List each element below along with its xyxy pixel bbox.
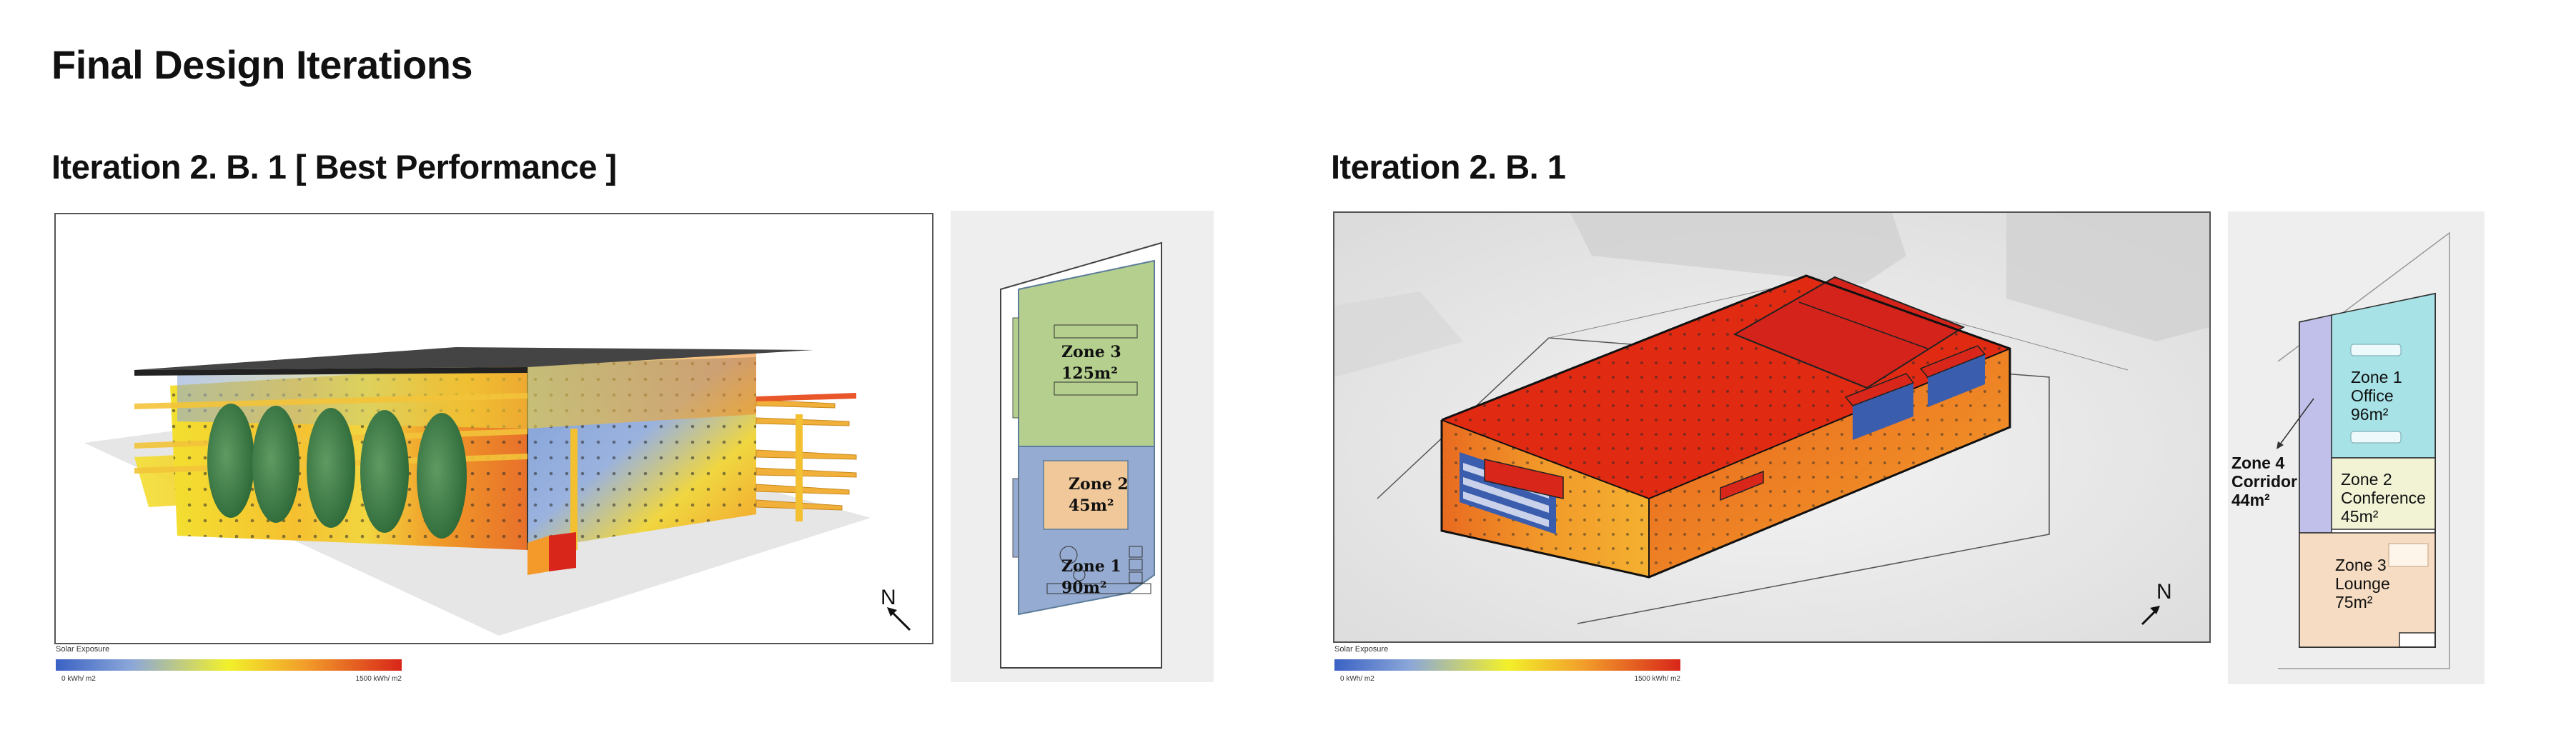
legend-max: 1500 kWh/ m2 bbox=[355, 675, 402, 683]
legend-title: Solar Exposure bbox=[1334, 645, 1389, 654]
iteration-1-title: Iteration 2. B. 1 [ Best Performance ] bbox=[51, 148, 617, 186]
zone-4-use: Corridor bbox=[2231, 472, 2297, 491]
north-label-1: N bbox=[881, 586, 896, 609]
legend-color-bar bbox=[56, 659, 402, 671]
zone-3-area: 125m² bbox=[1061, 364, 1118, 383]
zone-2-area: 45m² bbox=[1069, 496, 1114, 515]
iteration-1-plan: Zone 3 125m² Zone 2 45m² Zone 1 90m² bbox=[951, 211, 1214, 682]
zone-2-area: 45m² bbox=[2341, 507, 2379, 526]
zone-1-area: 90m² bbox=[1061, 579, 1107, 597]
zone-3-area: 75m² bbox=[2335, 593, 2373, 611]
zone-3-use: Lounge bbox=[2335, 574, 2390, 593]
legend-max: 1500 kWh/ m2 bbox=[1634, 675, 1680, 683]
zone-2-name: Zone 2 bbox=[2341, 470, 2392, 489]
zone-4-name: Zone 4 bbox=[2231, 454, 2284, 472]
zone-1-area: 96m² bbox=[2351, 405, 2389, 424]
iteration-1-render: N bbox=[54, 213, 933, 644]
legend-min: 0 kWh/ m2 bbox=[61, 675, 96, 683]
iteration-2-render: N bbox=[1333, 211, 2211, 643]
legend-min: 0 kWh/ m2 bbox=[1340, 675, 1374, 683]
zone-1-name: Zone 1 bbox=[2351, 368, 2402, 386]
legend-title: Solar Exposure bbox=[56, 645, 110, 654]
legend-color-bar bbox=[1334, 659, 1680, 671]
zone-3-name: Zone 3 bbox=[1061, 343, 1121, 361]
zone-2-name: Zone 2 bbox=[1069, 475, 1129, 494]
zone-1-use: Office bbox=[2351, 386, 2394, 405]
iteration-2-plan: Zone 1 Office 96m² Zone 2 Conference 45m… bbox=[2228, 211, 2485, 684]
zone-2-use: Conference bbox=[2341, 489, 2426, 507]
page-title: Final Design Iterations bbox=[51, 42, 473, 87]
zone-4-area: 44m² bbox=[2231, 491, 2270, 509]
zone-3-name: Zone 3 bbox=[2335, 556, 2387, 574]
north-label-2: N bbox=[2156, 580, 2172, 604]
zone-1-name: Zone 1 bbox=[1061, 557, 1121, 576]
iteration-2-title: Iteration 2. B. 1 bbox=[1331, 148, 1566, 186]
